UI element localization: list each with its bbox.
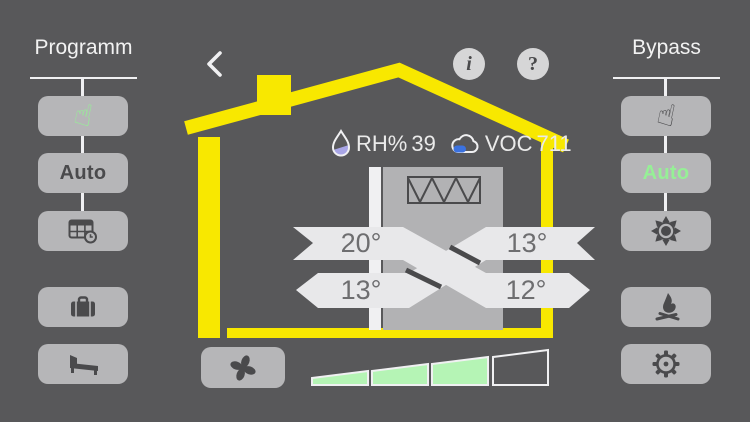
voc-label: VOC	[484, 131, 533, 156]
programm-title: Programm	[34, 36, 133, 59]
programm-auto-button[interactable]: Auto	[38, 153, 128, 193]
humidity-label: RH%	[356, 131, 408, 156]
fan-speed-indicator[interactable]	[310, 345, 552, 389]
temp-bottom-right: 12°	[506, 275, 547, 305]
bypass-fireplace-button[interactable]	[621, 287, 711, 327]
fan-speed-segment-1[interactable]	[311, 369, 369, 386]
left-wall	[198, 137, 220, 338]
sensor-readouts: RH% 39 VOC 711	[330, 128, 572, 160]
fan-speed-segment-2[interactable]	[371, 362, 429, 386]
damper-flap-upper	[448, 244, 482, 266]
humidity-value: 39	[411, 131, 436, 156]
temp-top-right: 13°	[507, 228, 548, 258]
bypass-auto-button[interactable]: Auto	[621, 153, 711, 193]
bed-icon	[70, 355, 98, 375]
info-icon: i	[466, 52, 472, 75]
fan-icon	[230, 354, 256, 381]
fan-speed-segment-4[interactable]	[492, 348, 549, 386]
sun-icon	[651, 216, 681, 246]
programm-auto-label: Auto	[59, 161, 107, 184]
temp-bottom-left: 13°	[341, 275, 382, 305]
floor-wall	[227, 328, 553, 338]
bypass-summer-button[interactable]	[621, 211, 711, 251]
programm-night-button[interactable]	[38, 344, 128, 384]
chevron-left-icon	[207, 51, 222, 77]
fan-speed-segment-3[interactable]	[431, 355, 489, 386]
airflow-arrow-outdoor-supply	[296, 227, 595, 308]
back-button[interactable]	[204, 50, 226, 83]
calendar-clock-icon	[68, 219, 97, 244]
filter-icon	[407, 175, 481, 205]
suitcase-icon	[71, 296, 95, 317]
programm-vacation-button[interactable]	[38, 287, 128, 327]
roof	[184, 62, 569, 153]
hand-icon: ☝	[653, 96, 679, 135]
temp-top-left: 20°	[341, 228, 382, 258]
bypass-auto-label: Auto	[642, 161, 690, 184]
fire-icon	[655, 293, 680, 321]
voc-cloud-icon	[451, 134, 479, 154]
humidity-drop-icon	[331, 129, 351, 157]
bypass-settings-button[interactable]	[621, 344, 711, 384]
hand-icon: ☝	[70, 96, 96, 135]
programm-manual-button[interactable]: ☝	[38, 96, 128, 136]
help-button[interactable]: ?	[517, 48, 549, 80]
bypass-title: Bypass	[632, 36, 701, 59]
fan-button[interactable]	[201, 347, 285, 388]
gear-icon	[652, 350, 680, 378]
programm-schedule-button[interactable]	[38, 211, 128, 251]
info-button[interactable]: i	[453, 48, 485, 80]
bypass-manual-button[interactable]: ☝	[621, 96, 711, 136]
voc-value: 711	[536, 131, 572, 156]
damper-flap-lower	[404, 267, 443, 290]
help-icon: ?	[528, 52, 538, 75]
